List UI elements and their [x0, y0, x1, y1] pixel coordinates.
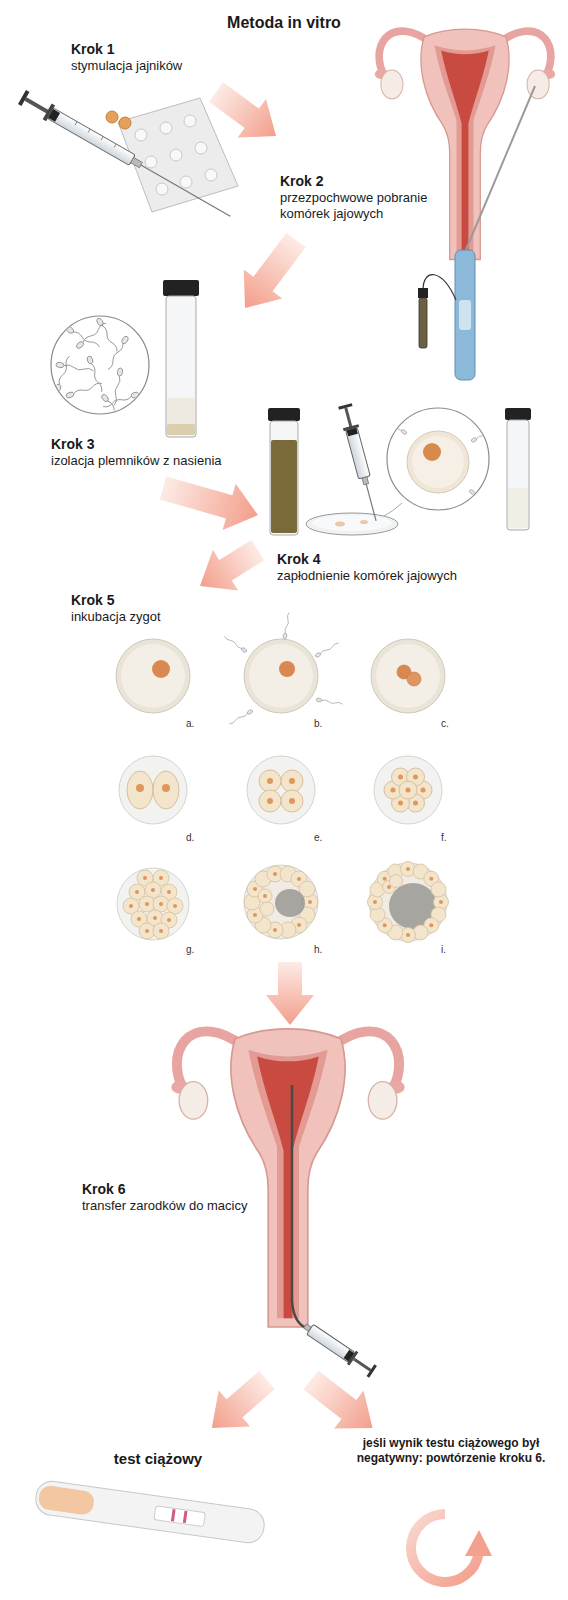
stage-letter: d.: [186, 832, 194, 844]
diagram-title: Metoda in vitro: [0, 13, 568, 33]
step-description: zapłodnienie komórek jajowych: [277, 568, 457, 584]
step-description: przezpochwowe pobranie komórek jajowych: [280, 190, 445, 222]
step-text: test ciążowy: [40, 1450, 276, 1468]
step-node: Krok 4zapłodnienie komórek jajowych: [258, 405, 538, 590]
stage-letter: i.: [441, 944, 446, 956]
flow-arrow: [200, 540, 264, 591]
step-node: jeśli wynik testu ciążowego był negatywn…: [340, 1428, 566, 1488]
step-node: Krok 1stymulacja jajników: [66, 36, 216, 92]
stage-letter: f.: [441, 832, 447, 844]
stage-letter: c.: [441, 718, 449, 730]
flow-arrow: [212, 1371, 275, 1428]
step-heading: Krok 3: [51, 436, 222, 453]
step-description: inkubacja zygot: [71, 609, 161, 625]
stage-letter: a.: [186, 718, 194, 730]
step-heading: Krok 6: [82, 1181, 247, 1198]
stage-letter: e.: [314, 832, 322, 844]
stage-letter: b.: [314, 718, 322, 730]
flow-arrow: [209, 82, 276, 137]
step-node: Krok 2przezpochwowe pobranie komórek jaj…: [276, 136, 449, 240]
step-heading: Krok 1: [71, 41, 182, 58]
flow-arrow: [244, 233, 306, 308]
step-node: Krok 6transfer zarodków do macicy: [78, 1025, 418, 1380]
step-description: stymulacja jajników: [71, 58, 182, 74]
flow-arrow: [160, 477, 258, 530]
stage-letter: h.: [314, 944, 322, 956]
step-text: jeśli wynik testu ciążowego był negatywn…: [340, 1436, 562, 1466]
flow-arrow: [304, 1371, 373, 1429]
step-node: test ciążowy: [40, 1428, 280, 1546]
step-description: izolacja plemników z nasienia: [51, 453, 222, 469]
step-heading: Krok 2: [280, 173, 445, 190]
stage-letter: g.: [186, 944, 194, 956]
step-node: Krok 3izolacja plemników z nasienia: [45, 308, 245, 488]
step-description: transfer zarodków do macicy: [82, 1198, 247, 1214]
step-node: Krok 5inkubacja zygot: [66, 586, 466, 962]
flow-arrow: [266, 962, 314, 1025]
step-heading: Krok 5: [71, 592, 161, 609]
step-heading: Krok 4: [277, 551, 457, 568]
